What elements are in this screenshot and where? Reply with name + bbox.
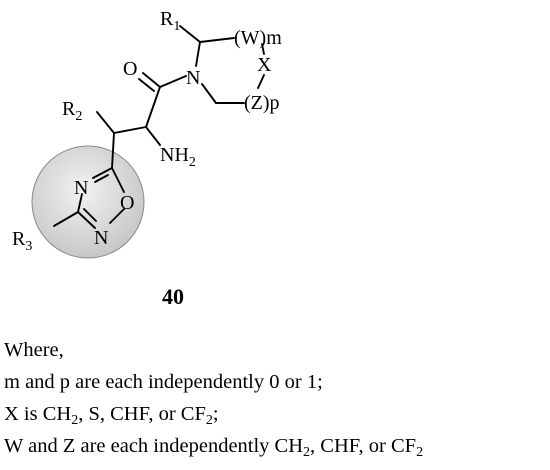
legend-line-m-p: m and p are each independently 0 or 1; [4,371,323,393]
legend-line-x: X is CH2, S, CHF, or CF2; [4,403,219,428]
bonds [53,25,265,229]
r1-label: R1 [160,8,180,34]
x-label: X [257,54,272,76]
substituent-legend: Where, m and p are each independently 0 … [4,334,550,462]
r2-label: R2 [62,98,82,124]
compound-number: 40 [162,284,184,309]
nh2-label: NH2 [160,144,196,170]
legend-line-w-z: W and Z are each independently CH2, CHF,… [4,435,424,460]
z-group-label: (Z)p [244,92,280,114]
amide-n-label: N [186,67,200,89]
ring-o-label: O [120,192,134,214]
ring-n-top-label: N [74,177,88,199]
atom-labels: R1 (W)m X N O (Z)p R2 NH2 N O N R3 [12,8,282,254]
r3-label: R3 [12,228,32,254]
w-group-label: (W)m [234,27,282,49]
carbonyl-o-label: O [123,58,137,80]
chemical-structure: R1 (W)m X N O (Z)p R2 NH2 N O N R3 40 [12,8,282,309]
ring-n-bottom-label: N [94,227,108,249]
legend-line-where: Where, [4,339,64,361]
